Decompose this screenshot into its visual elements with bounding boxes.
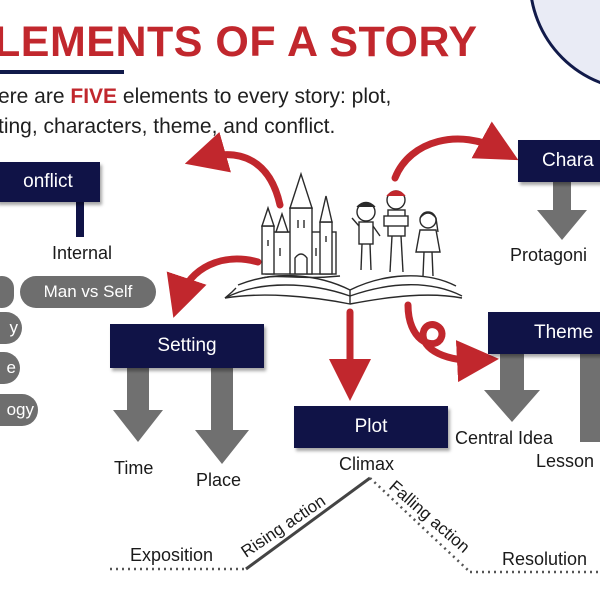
castle-book-illustration [224,171,463,305]
children-figures-icon [351,190,441,277]
setting-place-label: Place [196,470,242,490]
exposition-label: Exposition [130,545,214,565]
theme-box-label: Theme [534,322,594,343]
page-title: LEMENTS OF A STORY [0,18,478,66]
pill-fragment [0,276,14,308]
man-vs-self-pill: Man vs Self [20,276,156,308]
gray-down-arrow-icon [113,368,249,464]
conflict-box: onflict [0,162,100,202]
setting-time-label: Time [114,458,154,478]
intro-text: ere are FIVE elements to every story: pl… [0,82,518,142]
conflict-box-label: onflict [23,171,73,192]
pill-fragment: ogy [0,394,38,426]
falling-action-label: Falling action [385,477,473,557]
gray-down-arrow-icon [484,352,600,442]
pill-fragment: y [0,312,22,344]
pill-fragment: e [0,352,20,384]
setting-box-label: Setting [157,335,217,356]
conflict-stem [76,195,84,237]
setting-box: Setting [110,324,264,368]
plot-box: Plot [294,406,448,448]
plot-arc [110,476,600,574]
climax-label: Climax [339,454,395,474]
curved-red-arrow-icon [166,121,519,401]
plot-box-label: Plot [354,416,388,437]
five-emphasis: FIVE [70,85,118,108]
gray-down-arrow-icon [537,180,587,240]
intro-line-2: ting, characters, theme, and conflict. [0,115,336,138]
central-idea-label: Central Idea [455,428,554,448]
characters-box: Chara [518,140,600,182]
internal-label: Internal [52,243,113,263]
lesson-label: Lesson [536,451,595,471]
rising-action-label: Rising action [238,491,329,561]
title-underline [0,70,124,74]
characters-box-label: Chara [542,150,594,171]
resolution-label: Resolution [502,549,588,569]
man-vs-self-label: Man vs Self [43,282,133,301]
intro-line-1: ere are FIVE elements to every story: pl… [0,85,392,108]
theme-box: Theme [488,312,600,354]
decorative-circle [530,0,600,85]
protagonist-label: Protagoni [510,245,588,265]
